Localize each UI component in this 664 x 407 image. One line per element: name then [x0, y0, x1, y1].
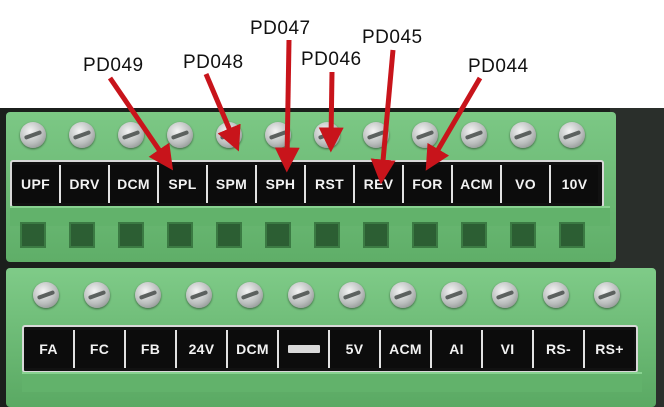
terminal-label: ACM [460, 176, 493, 192]
terminal-label: RS+ [595, 341, 624, 357]
callout-pd047: PD047 [250, 18, 311, 39]
callout-pd045: PD045 [362, 27, 423, 48]
screw-head-icon [412, 122, 438, 148]
wire-entry-hole [412, 222, 438, 248]
terminal-label: 10V [561, 176, 588, 192]
wire-entry-hole [69, 222, 95, 248]
terminal-label: 24V [188, 341, 215, 357]
screw-head-icon [84, 282, 110, 308]
wire-entry-hole [265, 222, 291, 248]
screw-head-icon [33, 282, 59, 308]
screw-head-icon [118, 122, 144, 148]
screw-head-icon [216, 122, 242, 148]
top-block-ledge [10, 206, 610, 226]
callout-pd044: PD044 [468, 56, 529, 77]
screw-head-icon [390, 282, 416, 308]
callout-pd048: PD048 [183, 52, 244, 73]
callout-pd049: PD049 [83, 55, 144, 76]
top-terminal-acm: ACM [453, 165, 502, 203]
wire-entry-hole [363, 222, 389, 248]
screw-head-icon [265, 122, 291, 148]
terminal-label: FC [89, 341, 110, 357]
bottom-block-ledge [22, 372, 642, 392]
top-terminal-rev: REV [355, 165, 404, 203]
terminal-label: REV [363, 176, 394, 192]
bottom-terminal-dcm: DCM [228, 330, 279, 368]
screw-head-icon [492, 282, 518, 308]
wire-entry-hole [118, 222, 144, 248]
top-terminal-10v: 10V [551, 165, 598, 203]
terminal-label: DRV [69, 176, 100, 192]
terminal-label: SPM [215, 176, 248, 192]
terminal-label: 5V [345, 341, 364, 357]
bottom-terminal-fc: FC [75, 330, 126, 368]
terminal-label: VO [515, 176, 536, 192]
terminal-label: DCM [117, 176, 150, 192]
wire-entry-hole [559, 222, 585, 248]
screw-head-icon [594, 282, 620, 308]
screw-head-icon [186, 282, 212, 308]
bottom-terminal-acm: ACM [381, 330, 432, 368]
bottom-terminal-24v: 24V [177, 330, 228, 368]
top-terminal-sph: SPH [257, 165, 306, 203]
terminal-label: FOR [412, 176, 443, 192]
screw-head-icon [543, 282, 569, 308]
top-terminal-for: FOR [404, 165, 453, 203]
terminal-label: DCM [236, 341, 269, 357]
terminal-label: ACM [389, 341, 422, 357]
blank-bar-icon [287, 345, 320, 353]
bottom-label-strip: FA FC FB 24V DCM 5V ACM AI VI RS- RS+ [22, 325, 638, 373]
top-label-strip: UPF DRV DCM SPL SPM SPH RST REV FOR ACM … [10, 160, 604, 208]
screw-head-icon [135, 282, 161, 308]
top-terminal-spm: SPM [208, 165, 257, 203]
terminal-label: SPH [265, 176, 296, 192]
top-terminal-rst: RST [306, 165, 355, 203]
terminal-label: AI [449, 341, 464, 357]
screw-head-icon [20, 122, 46, 148]
terminal-label: VI [500, 341, 515, 357]
top-terminal-vo: VO [502, 165, 551, 203]
bottom-terminal-rs-minus: RS- [534, 330, 585, 368]
terminal-label: RST [315, 176, 344, 192]
terminal-label: RS- [545, 341, 571, 357]
screw-head-icon [314, 122, 340, 148]
bottom-terminal-blank [279, 330, 330, 368]
terminal-label: FA [39, 341, 58, 357]
bottom-terminal-vi: VI [483, 330, 534, 368]
bottom-terminal-rs-plus: RS+ [585, 330, 634, 368]
screw-head-icon [69, 122, 95, 148]
wire-entry-hole [461, 222, 487, 248]
wire-entry-hole [20, 222, 46, 248]
terminal-label: UPF [21, 176, 50, 192]
wire-entry-hole [510, 222, 536, 248]
wire-entry-hole [314, 222, 340, 248]
screw-head-icon [461, 122, 487, 148]
terminal-label: FB [140, 341, 161, 357]
top-terminal-drv: DRV [61, 165, 110, 203]
screw-head-icon [339, 282, 365, 308]
screw-head-icon [441, 282, 467, 308]
screw-head-icon [510, 122, 536, 148]
screw-head-icon [167, 122, 193, 148]
bottom-terminal-fb: FB [126, 330, 177, 368]
screw-head-icon [559, 122, 585, 148]
bottom-terminal-ai: AI [432, 330, 483, 368]
bottom-terminal-fa: FA [24, 330, 75, 368]
screw-head-icon [237, 282, 263, 308]
bottom-terminal-5v: 5V [330, 330, 381, 368]
top-terminal-spl: SPL [159, 165, 208, 203]
callout-pd046: PD046 [301, 49, 362, 70]
wire-entry-hole [216, 222, 242, 248]
top-terminal-dcm: DCM [110, 165, 159, 203]
top-terminal-upf: UPF [12, 165, 61, 203]
screw-head-icon [363, 122, 389, 148]
screw-head-icon [288, 282, 314, 308]
wire-entry-hole [167, 222, 193, 248]
terminal-label: SPL [168, 176, 197, 192]
